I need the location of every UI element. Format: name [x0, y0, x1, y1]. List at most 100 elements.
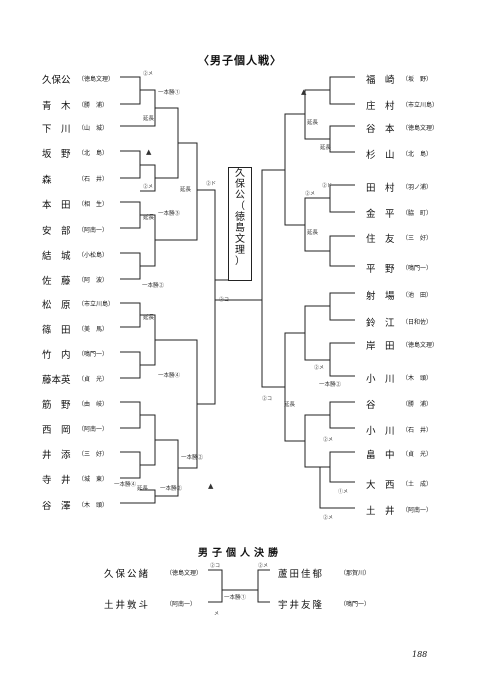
- left-player-aff: （三 好）: [78, 451, 109, 458]
- right-player-aff: （三 好）: [402, 235, 433, 242]
- right-player-name: 大 西: [366, 480, 395, 491]
- left-player-name: 久保公: [42, 75, 71, 86]
- left-player-aff: （阿南一）: [78, 227, 109, 234]
- champion-char: 文: [235, 234, 245, 245]
- right-player-aff: （徳島文理）: [402, 342, 439, 349]
- left-player-name: 本 田: [42, 200, 71, 211]
- score-mark: ②メ: [143, 71, 154, 77]
- left-player-aff: （鳴門一）: [78, 351, 109, 358]
- champion-char: 島: [235, 223, 245, 234]
- right-player-aff: （日和佐）: [402, 319, 433, 326]
- score-mark: ②メ: [323, 437, 334, 443]
- extension-note: 延長: [284, 402, 296, 408]
- left-player-aff: （美 馬）: [78, 326, 109, 333]
- left-player-name: 結 城: [42, 251, 71, 262]
- right-player-aff: （市立川島）: [402, 102, 439, 109]
- extension-note: 延長: [307, 120, 319, 126]
- left-player-aff: （阿 波）: [78, 277, 109, 284]
- right-player-aff: （徳島文理）: [402, 125, 439, 132]
- bout-note: 一本勝②: [142, 283, 165, 289]
- score-mark: ②メ: [314, 365, 325, 371]
- left-player-aff: （山 城）: [78, 125, 109, 132]
- champion-box: 久 保 公 （ 徳 島 文 理 ）: [228, 167, 252, 281]
- extension-note: 延長: [307, 230, 319, 236]
- score-mark: ②メ: [143, 184, 154, 190]
- bout-note: 一本勝③: [158, 211, 181, 217]
- final-slash-mark: メ: [214, 611, 220, 617]
- left-player-aff: （徳島文理）: [78, 76, 115, 83]
- bout-note: 一本勝④: [114, 482, 137, 488]
- right-player-aff: （阿南一）: [402, 507, 433, 514]
- right-player-name: 畠 中: [366, 450, 395, 461]
- extension-note: 延長: [143, 116, 155, 122]
- right-player-aff: （坂 野）: [402, 76, 433, 83]
- triangle-mark: ▲: [146, 148, 152, 156]
- left-player-aff: （小松島）: [78, 252, 109, 259]
- right-player-name: 住 友: [366, 234, 395, 245]
- final-player-name: 宇井友隆: [278, 600, 325, 611]
- left-player-name: 坂 野: [42, 149, 71, 160]
- right-player-name: 土 井: [366, 506, 395, 517]
- right-player-name: 谷 本: [366, 124, 395, 135]
- right-player-name: 福 崎: [366, 75, 395, 86]
- left-player-name: 篠 田: [42, 325, 71, 336]
- extension-note: 延長: [137, 486, 149, 492]
- champion-char: 公: [235, 190, 245, 201]
- champion-char: （: [235, 201, 245, 212]
- bout-note: 一本勝②: [160, 486, 183, 492]
- left-player-name: 西 岡: [42, 425, 71, 436]
- left-player-name: 安 部: [42, 226, 71, 237]
- left-player-name: 下 川: [42, 124, 71, 135]
- right-player-name: 鈴 江: [366, 318, 395, 329]
- right-player-name: 平 野: [366, 264, 395, 275]
- score-mark: ②メ: [305, 191, 316, 197]
- champion-char: 徳: [235, 212, 245, 223]
- score-mark: ①メ: [338, 489, 349, 495]
- bout-note: 一本勝④: [158, 373, 181, 379]
- page-number: 188: [412, 650, 428, 659]
- left-player-aff: （城 東）: [78, 476, 109, 483]
- final-player-name: 久保公緒: [104, 569, 151, 580]
- score-mark: ②ド: [322, 183, 333, 189]
- score-mark: ②コ: [262, 396, 273, 402]
- final-player-name: 蘆田佳郁: [278, 569, 325, 580]
- right-player-aff: （脇 町）: [402, 210, 433, 217]
- right-player-name: 小 川: [366, 374, 395, 385]
- right-player-aff: （土 成）: [402, 481, 433, 488]
- bout-note: 一本勝②: [319, 382, 342, 388]
- extension-note: 延長: [180, 187, 192, 193]
- score-mark: ②メ: [323, 515, 334, 521]
- left-player-aff: （勝 浦）: [78, 102, 109, 109]
- final-note: 一本勝①: [224, 595, 247, 601]
- final-player-aff: （阿南一）: [166, 601, 197, 608]
- right-player-name: 岸 田: [366, 341, 395, 352]
- final-player-aff: （鳴門一）: [340, 601, 371, 608]
- extension-note: 延長: [320, 145, 332, 151]
- score-mark: ②コ: [219, 297, 230, 303]
- left-player-name: 寺 井: [42, 475, 71, 486]
- final-player-aff: （那賀川）: [340, 570, 371, 577]
- right-player-aff: （石 井）: [402, 427, 433, 434]
- score-mark: ②ド: [206, 181, 217, 187]
- left-player-name: 谷 澤: [42, 501, 71, 512]
- left-player-aff: （石 井）: [78, 176, 109, 183]
- bout-note: 一本勝①: [158, 90, 181, 96]
- right-player-aff: （貞 光）: [402, 451, 433, 458]
- right-player-aff: （木 頭）: [402, 375, 433, 382]
- left-player-aff: （由 岐）: [78, 401, 109, 408]
- left-player-name: 井 添: [42, 450, 71, 461]
- triangle-mark: ▲: [208, 482, 214, 490]
- left-player-aff: （貞 光）: [78, 376, 109, 383]
- right-player-name: 谷: [366, 400, 376, 411]
- triangle-mark: ▲: [301, 88, 307, 96]
- final-player-aff: （徳島文理）: [166, 570, 203, 577]
- right-player-aff: （鳴門一）: [402, 265, 433, 272]
- right-player-name: 田 村: [366, 183, 395, 194]
- left-player-name: 松 原: [42, 300, 71, 311]
- left-player-aff: （北 島）: [78, 150, 109, 157]
- champion-char: 保: [235, 179, 245, 190]
- extension-note: 延長: [143, 315, 155, 321]
- right-player-aff: （北 島）: [402, 151, 433, 158]
- right-player-name: 射 場: [366, 291, 395, 302]
